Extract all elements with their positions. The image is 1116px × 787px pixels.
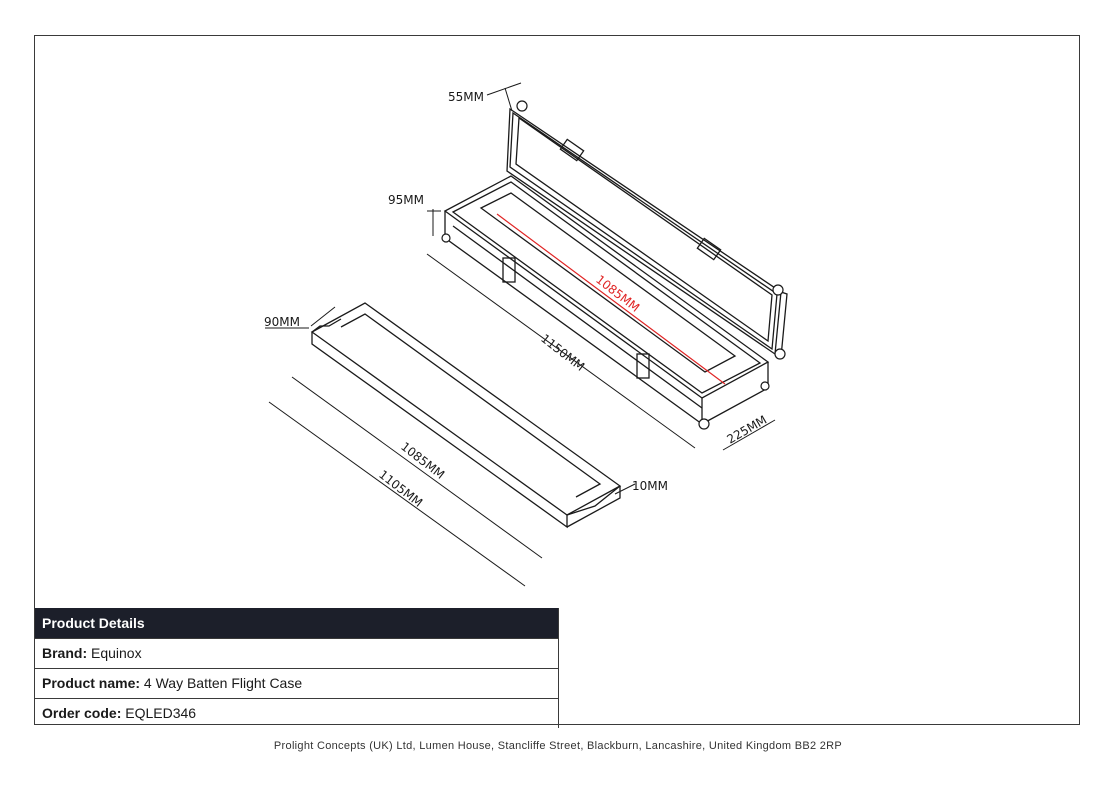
drawing-frame: 55MM 95MM 90MM 1085MM 1150MM 225MM 1085M… bbox=[34, 35, 1080, 728]
inner-length-red-line bbox=[496, 213, 726, 385]
dim-base-height: 95MM bbox=[388, 193, 424, 207]
dim-lid-height: 55MM bbox=[448, 90, 484, 104]
footer-address: Prolight Concepts (UK) Ltd, Lumen House,… bbox=[273, 740, 843, 752]
dim-outer-length: 1150MM bbox=[538, 331, 587, 374]
flight-case-base bbox=[443, 175, 770, 426]
technical-drawing: 55MM 95MM 90MM 1085MM 1150MM 225MM 1085M… bbox=[264, 82, 788, 587]
dim-tray-outer-length: 1105MM bbox=[376, 467, 425, 510]
product-name-label: Product name: bbox=[42, 675, 144, 691]
product-name-row: Product name: 4 Way Batten Flight Case bbox=[35, 668, 558, 698]
dimension-lines bbox=[265, 82, 776, 587]
product-details-table: Product Details Brand: Equinox Product n… bbox=[35, 608, 559, 728]
dim-tray-height: 90MM bbox=[264, 315, 300, 329]
product-name-value: 4 Way Batten Flight Case bbox=[143, 675, 303, 691]
brand-value: Equinox bbox=[91, 645, 142, 661]
dim-tray-lip: 10MM bbox=[632, 479, 668, 493]
flight-case-lid bbox=[506, 107, 788, 359]
product-details-header: Product Details bbox=[35, 608, 558, 638]
case-corners bbox=[441, 100, 786, 430]
brand-row: Brand: Equinox bbox=[35, 638, 558, 668]
dim-width: 225MM bbox=[725, 413, 770, 447]
brand-label: Brand: bbox=[42, 645, 91, 661]
order-code-value: EQLED346 bbox=[125, 705, 197, 721]
dim-tray-inner-length: 1085MM bbox=[398, 439, 447, 482]
tray bbox=[310, 302, 622, 529]
order-code-label: Order code: bbox=[42, 705, 126, 721]
order-code-row: Order code: EQLED346 bbox=[35, 698, 558, 728]
